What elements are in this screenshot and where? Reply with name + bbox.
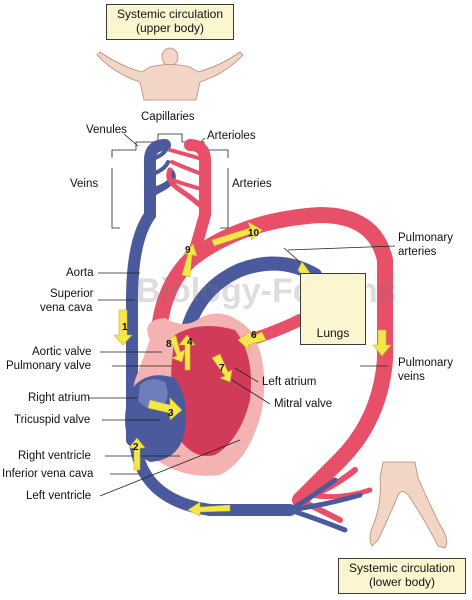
label-pulmonary-veins-1: Pulmonary	[398, 357, 453, 369]
systemic-lower-box: Systemic circulation (lower body)	[338, 558, 466, 594]
step-7: 7	[219, 363, 225, 374]
flow-arrows	[113, 221, 392, 517]
step-9: 9	[185, 245, 191, 256]
label-right-ventricle: Right ventricle	[18, 450, 91, 462]
step-1: 1	[122, 322, 128, 333]
step-8: 8	[166, 339, 172, 350]
label-aortic-valve: Aortic valve	[32, 346, 92, 358]
upper-body-figure	[96, 47, 244, 101]
systemic-lower-line2: (lower body)	[368, 575, 436, 589]
step-10: 10	[248, 228, 260, 239]
label-pulmonary-arteries-2: arteries	[398, 246, 437, 258]
systemic-lower-line1: Systemic circulation	[348, 561, 456, 575]
label-pulmonary-arteries-1: Pulmonary	[398, 232, 453, 244]
label-arterioles: Arterioles	[207, 130, 256, 142]
label-superior-2: vena cava	[40, 302, 93, 314]
label-veins: Veins	[70, 178, 99, 190]
label-tricuspid-valve: Tricuspid valve	[14, 414, 91, 426]
systemic-upper-line2: (upper body)	[135, 21, 205, 35]
systemic-upper-line1: Systemic circulation	[116, 7, 224, 21]
step-2: 2	[133, 442, 139, 453]
lower-body-figure	[369, 461, 448, 549]
label-inferior-vena-cava: Inferior vena cava	[2, 468, 94, 480]
lungs-box: Lungs	[300, 273, 366, 345]
leader-lines	[88, 245, 396, 497]
lungs-label: Lungs	[316, 326, 350, 340]
systemic-upper-box: Systemic circulation (upper body)	[106, 4, 234, 40]
label-right-atrium: Right atrium	[28, 392, 90, 404]
label-aorta: Aorta	[66, 267, 94, 279]
upper-arterial-network	[166, 139, 211, 256]
label-left-ventricle: Left ventricle	[26, 490, 92, 502]
label-superior-1: Superior	[50, 288, 94, 300]
label-pulmonary-valve: Pulmonary valve	[6, 360, 92, 372]
label-pulmonary-veins-2: veins	[398, 371, 425, 383]
step-6: 6	[251, 330, 257, 341]
label-left-atrium: Left atrium	[262, 376, 317, 388]
label-capillaries: Capillaries	[141, 111, 195, 123]
label-mitral-valve: Mitral valve	[274, 398, 333, 410]
upper-venous-network	[126, 139, 176, 446]
label-venules: Venules	[86, 124, 127, 136]
step-3: 3	[168, 408, 174, 419]
pulmonary-artery-loop	[178, 256, 322, 347]
step-4: 4	[187, 337, 193, 348]
label-arteries: Arteries	[232, 178, 272, 190]
